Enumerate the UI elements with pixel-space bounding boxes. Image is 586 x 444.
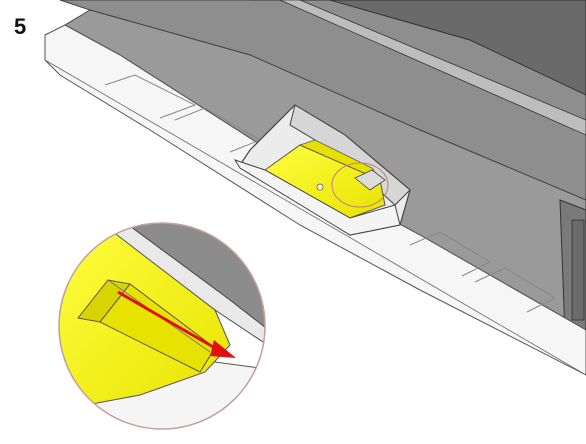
red-arrow-icon [117,290,223,354]
sill-emboss-3 [409,231,492,277]
zoom-detail [58,222,266,430]
clip-callout-ring [331,162,389,208]
sill-edge-line [44,59,586,376]
rail-top-edge [279,0,586,136]
clip-hole [316,183,324,191]
retaining-tab [354,169,386,191]
sill-emboss-1 [104,74,197,119]
rail-end-slot [571,219,585,321]
step-number: 5 [14,14,27,39]
red-arrow-head [210,340,236,358]
yellow-clip-tab [298,139,382,181]
zoom-outline [58,222,266,430]
sill-emboss-4 [474,267,557,313]
sill-emboss-2 [174,107,262,153]
rail-top-strip [250,0,586,96]
bracket-front-lip [233,159,401,236]
bracket-assembly [233,104,411,236]
